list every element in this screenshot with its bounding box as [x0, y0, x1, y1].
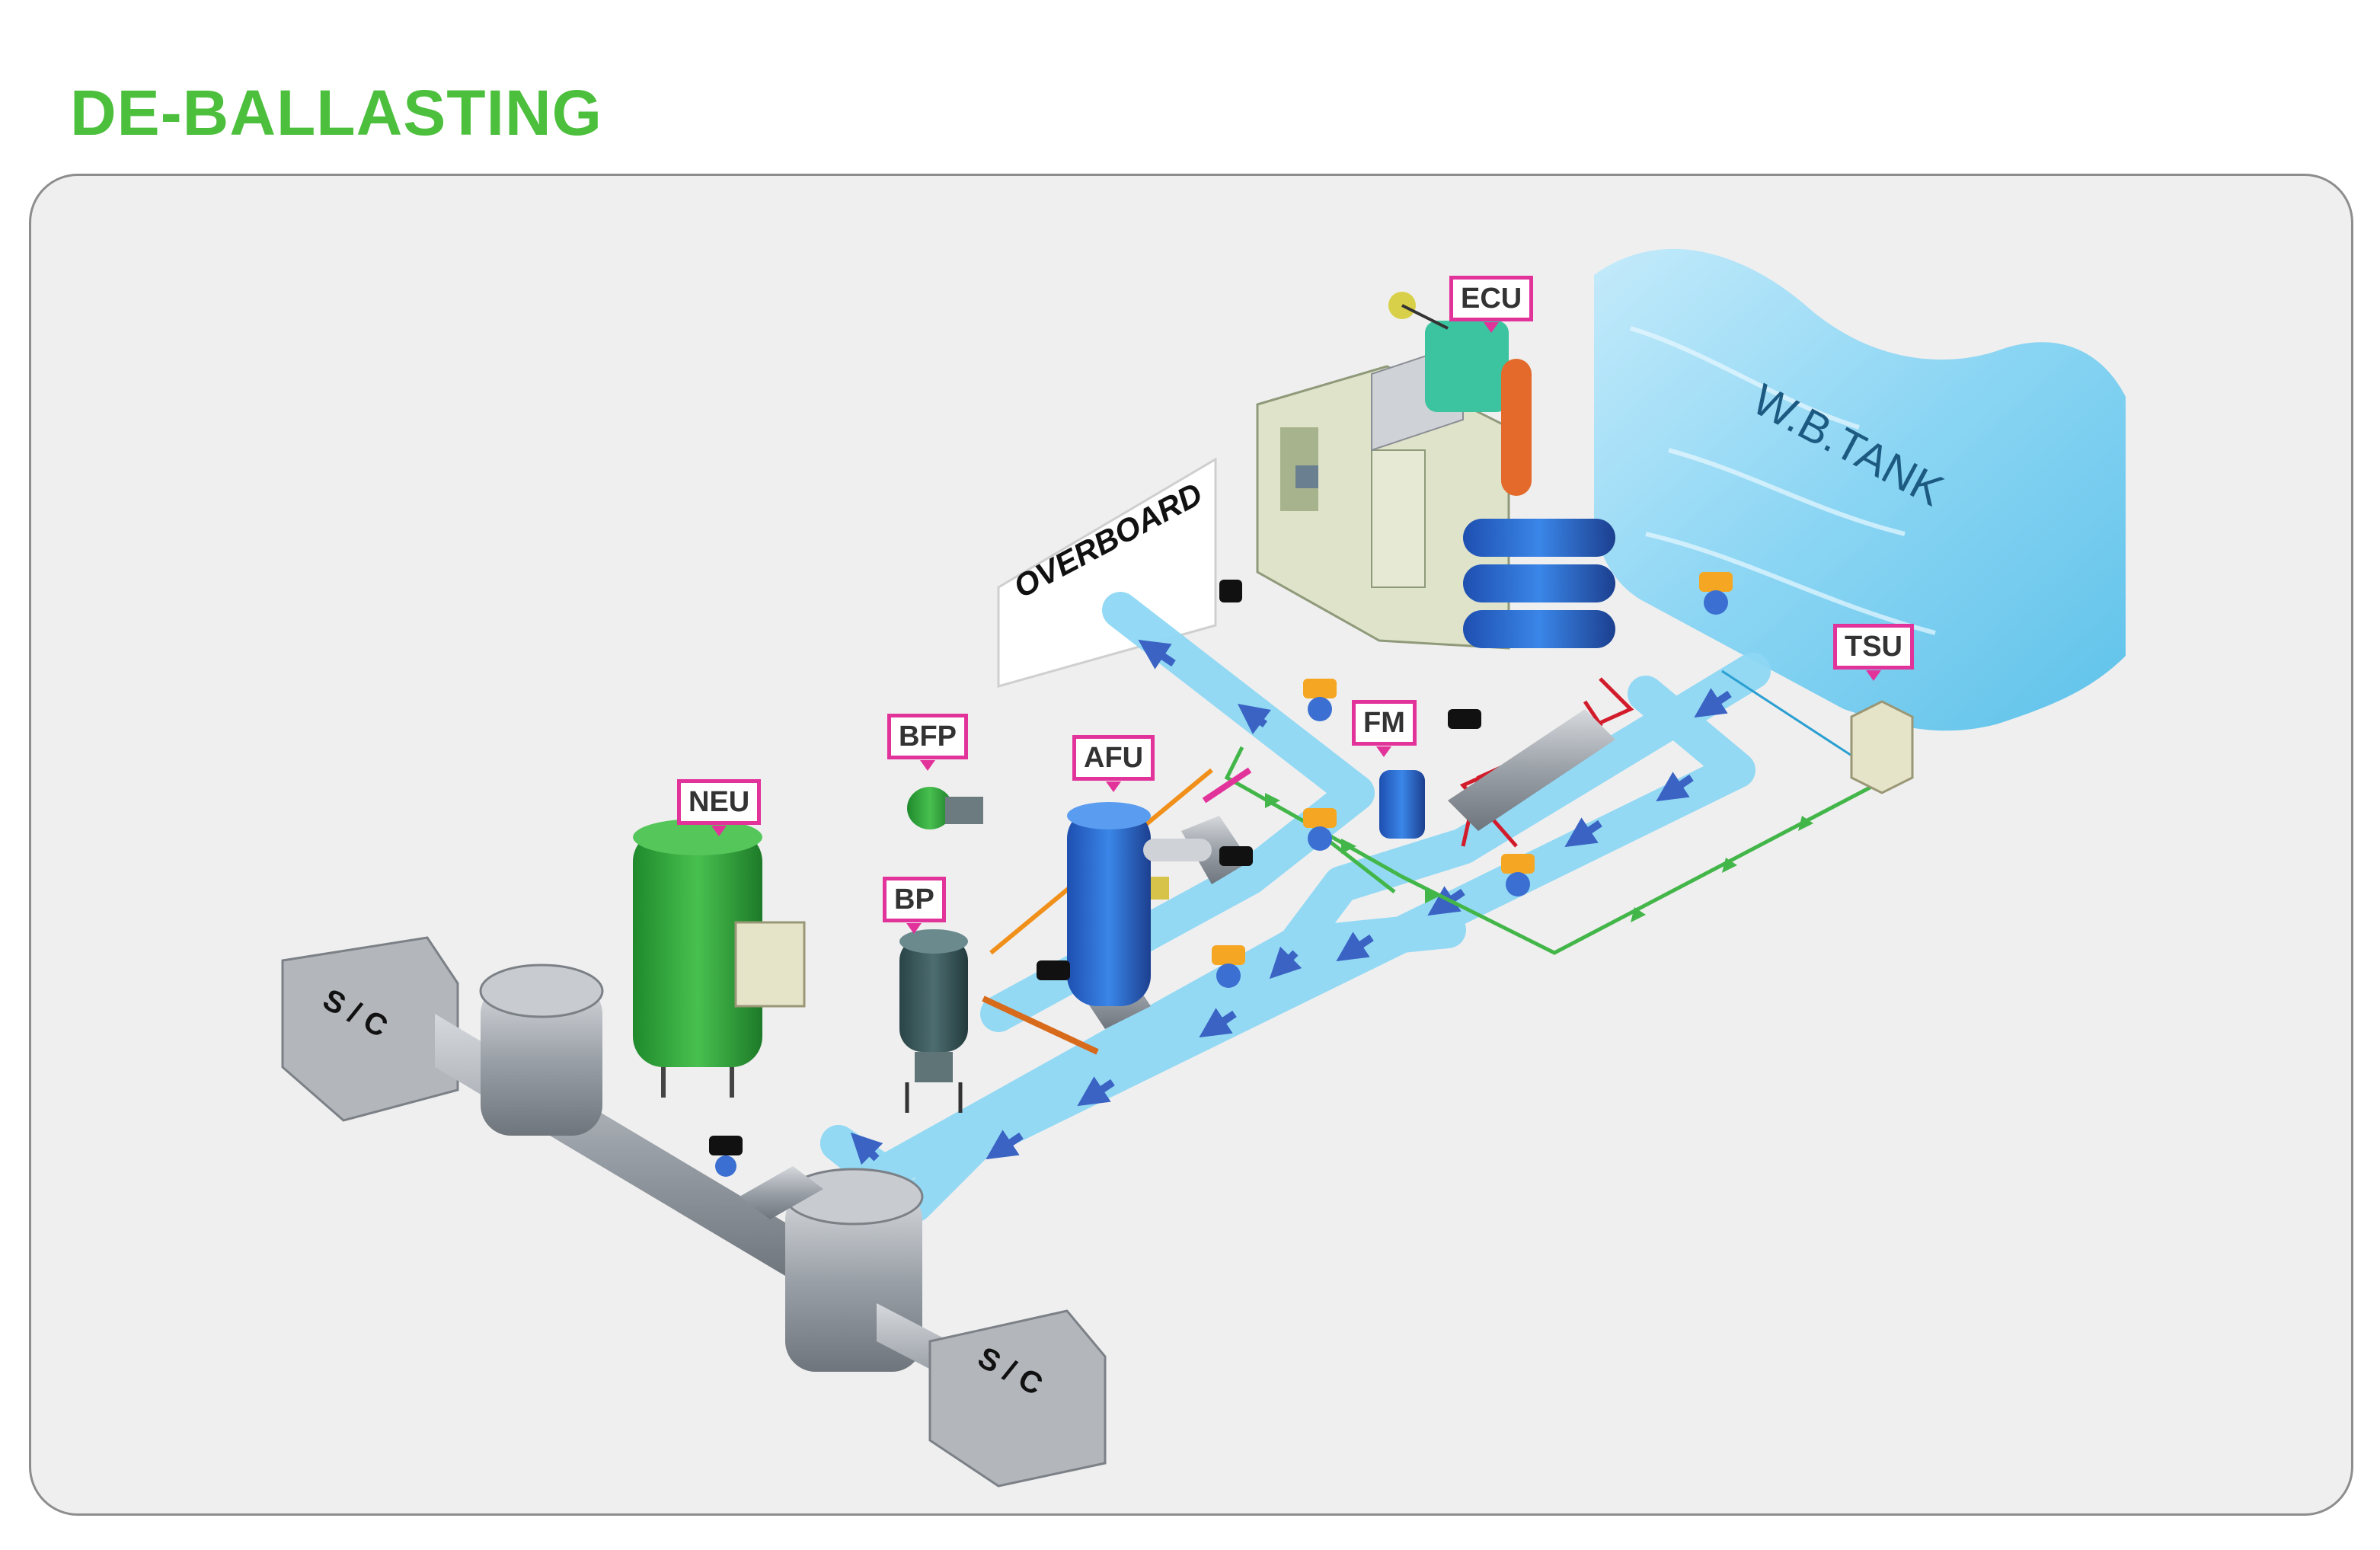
valve-lower-right — [1501, 854, 1535, 896]
pipe-network — [820, 592, 1771, 1222]
label-neu: NEU — [677, 779, 762, 836]
afu-drain-line — [982, 996, 1099, 1055]
valve-black-mid — [1219, 846, 1253, 866]
valve-upper-fm — [1303, 679, 1337, 721]
sea-chest-assembly: S / C S / C — [281, 936, 1107, 1488]
valve-mid — [1303, 808, 1337, 851]
flow-meter — [1379, 770, 1425, 839]
label-bfp: BFP — [887, 714, 968, 771]
overboard-signal-line — [1202, 767, 1252, 804]
bp-pump — [899, 929, 968, 1113]
label-ecu: ECU — [1449, 276, 1534, 333]
sampling-arrows — [1265, 793, 1813, 922]
valve-black-sc — [709, 1136, 743, 1177]
label-bp: BP — [883, 877, 946, 934]
afu-filter — [1067, 802, 1212, 1006]
label-afu: AFU — [1072, 735, 1155, 792]
deballasting-diagram: W.B.TANK OVERBOARD — [281, 248, 2126, 1488]
valve-black-fm — [1448, 709, 1481, 729]
bfp-pump — [907, 787, 983, 829]
valve-wb-tank — [1699, 572, 1733, 615]
valve-black-overboard — [1219, 580, 1242, 602]
page-title: DE-BALLASTING — [70, 77, 602, 149]
valves — [709, 572, 1733, 1177]
label-fm: FM — [1352, 700, 1417, 757]
diagram-panel: W.B.TANK OVERBOARD — [29, 174, 2353, 1516]
label-tsu: TSU — [1833, 624, 1914, 681]
water-ballast-tank: W.B.TANK — [1594, 248, 2126, 731]
neu-unit — [633, 819, 806, 1098]
sampling-line — [1224, 746, 1876, 955]
valve-afu-outlet — [1212, 945, 1245, 988]
ecu-unit — [1256, 292, 1615, 650]
tsu-unit — [1850, 700, 1914, 794]
valve-black-afu — [1037, 960, 1070, 980]
